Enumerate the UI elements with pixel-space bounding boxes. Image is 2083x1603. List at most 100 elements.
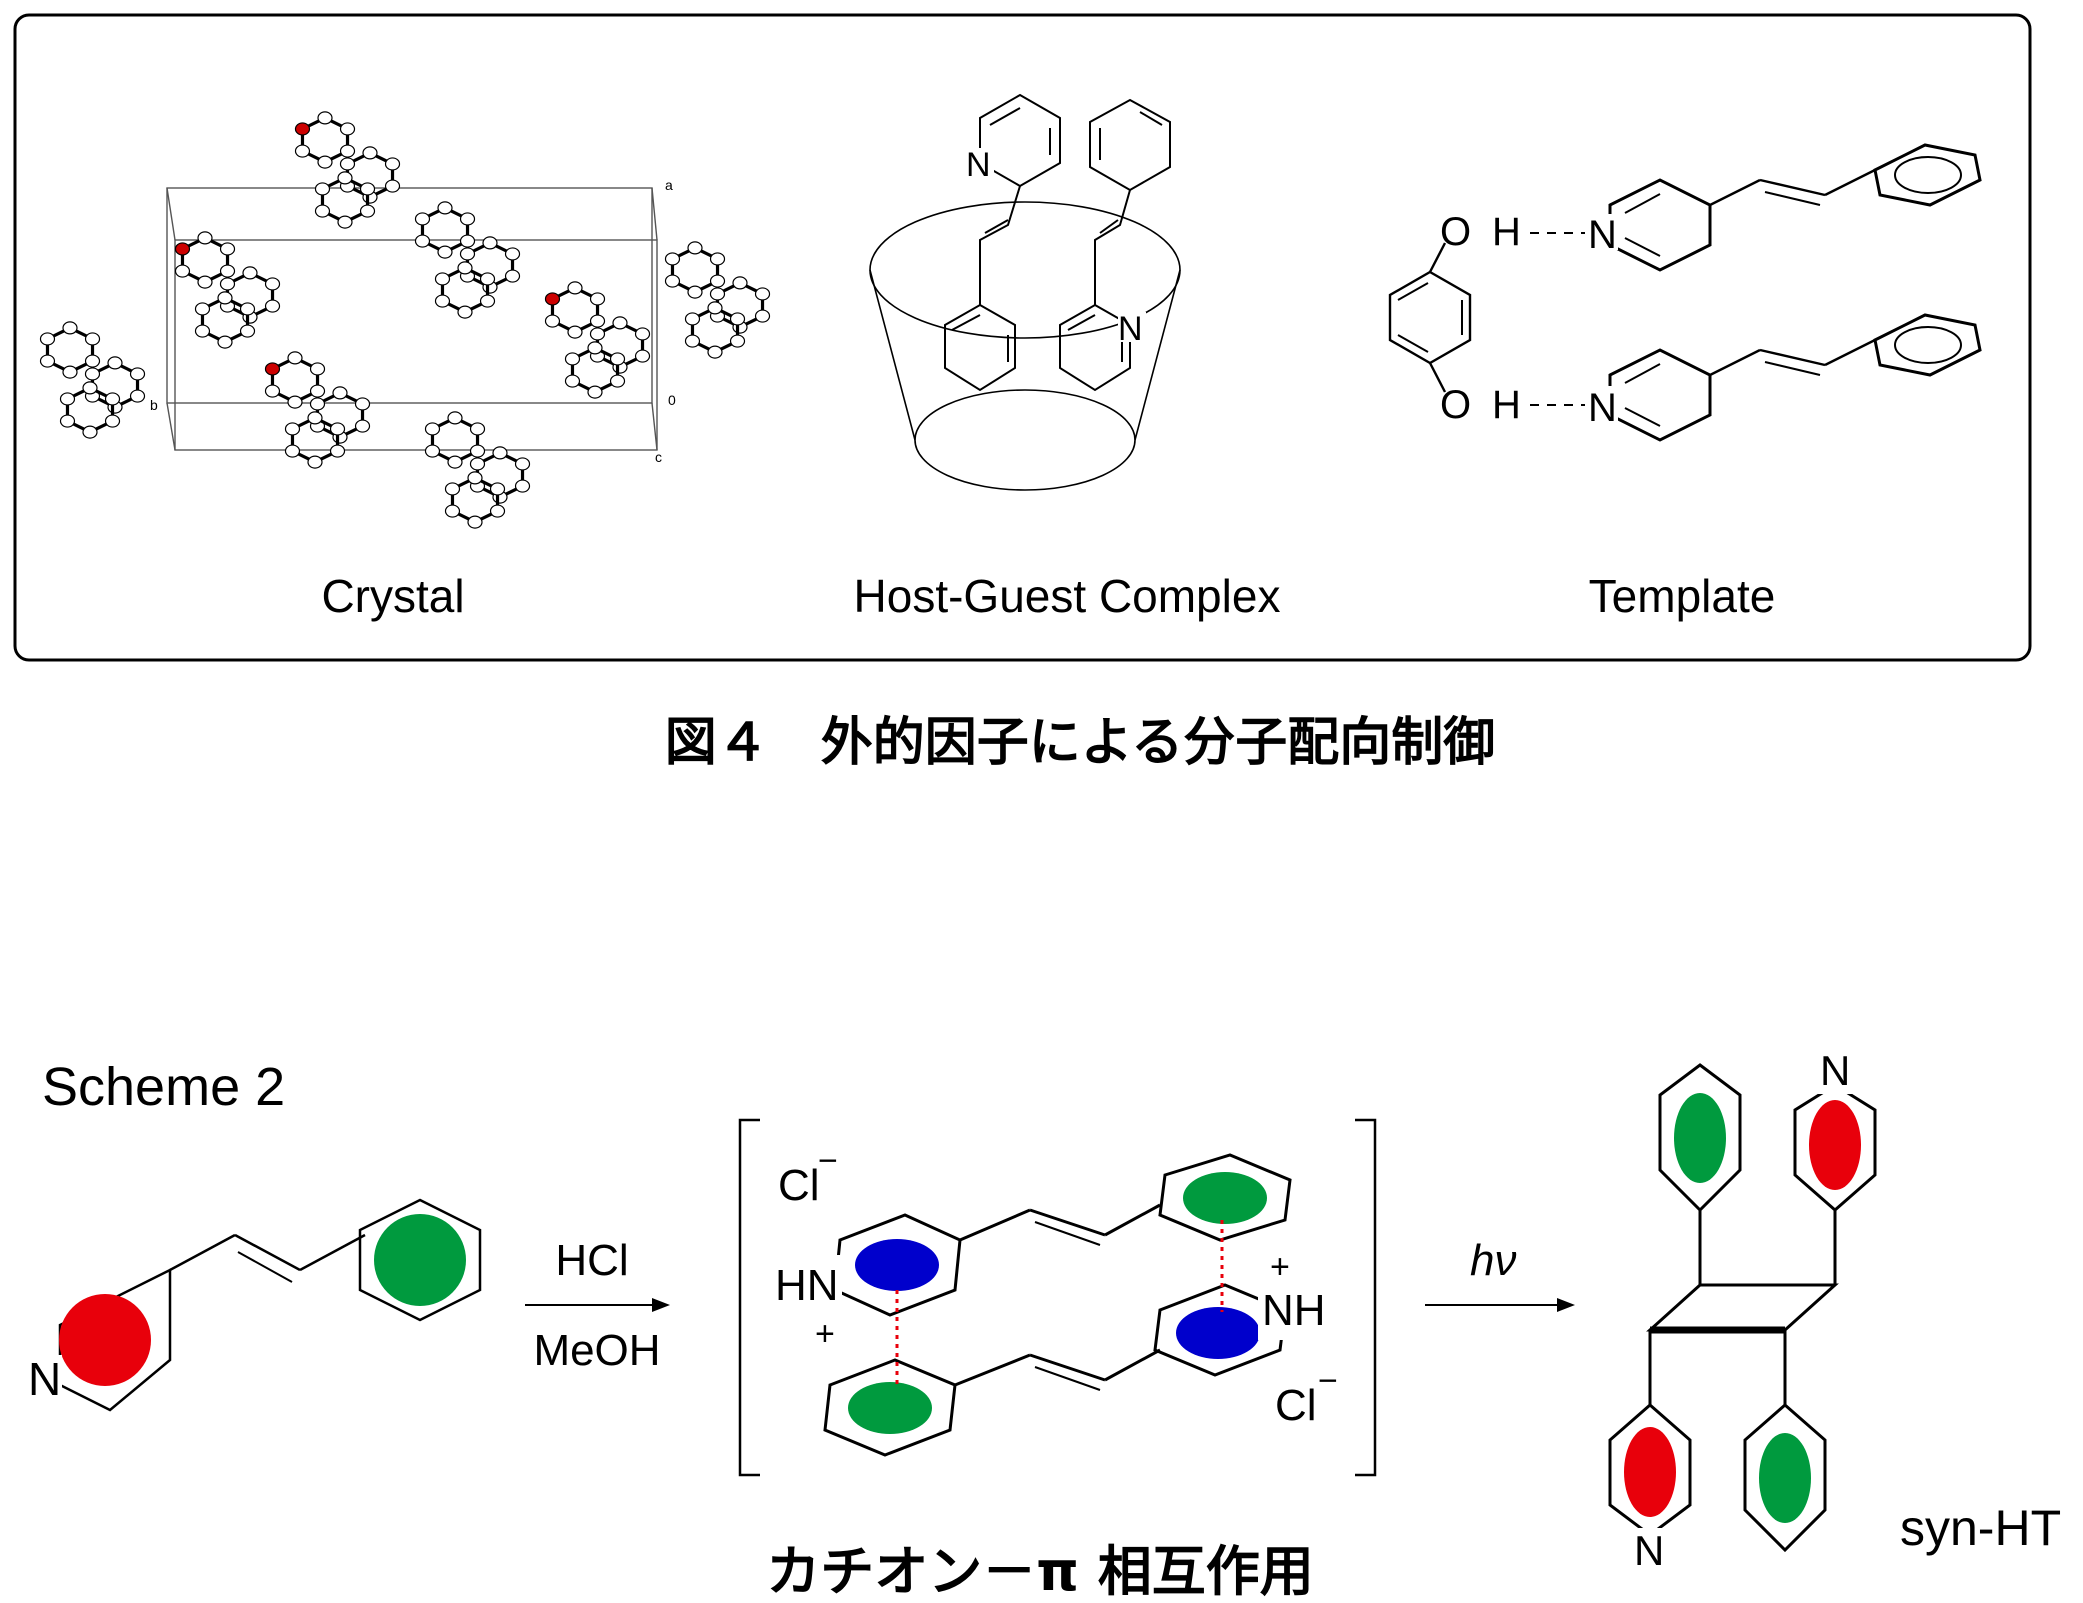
crystal-ring bbox=[270, 356, 320, 404]
product-benzene-marker-2 bbox=[1759, 1433, 1811, 1523]
carbon-atom bbox=[567, 325, 583, 339]
template-h-bottom: H bbox=[1492, 383, 1521, 427]
reaction-arrow-2 bbox=[1425, 1298, 1575, 1312]
product-cyclobutane bbox=[1608, 1050, 1877, 1572]
carbon-atom bbox=[467, 471, 483, 485]
carbon-atom bbox=[424, 444, 441, 458]
carbon-atom bbox=[589, 327, 606, 341]
axis-c-label: c bbox=[655, 449, 662, 465]
carbon-atom bbox=[339, 157, 356, 171]
carbon-atom bbox=[492, 446, 508, 460]
template-n-bottom: N bbox=[1588, 386, 1617, 430]
carbon-atom bbox=[479, 294, 496, 308]
crystal-label: Crystal bbox=[321, 570, 464, 622]
carbon-atom bbox=[339, 144, 356, 158]
hn-label: HN bbox=[775, 1261, 839, 1310]
panel-frame bbox=[13, 13, 2032, 662]
carbon-atom bbox=[309, 384, 326, 398]
template-label: Template bbox=[1589, 570, 1776, 622]
plus-charge-right: + bbox=[1270, 1248, 1290, 1286]
carbon-atom bbox=[84, 367, 101, 381]
carbon-atom bbox=[709, 274, 726, 288]
carbon-atom bbox=[664, 274, 681, 288]
product-pyridine-marker-1 bbox=[1809, 1100, 1861, 1190]
carbon-atom bbox=[194, 302, 211, 316]
carbon-atom bbox=[317, 155, 333, 169]
guest-pyridine-n-top: N bbox=[966, 146, 991, 184]
carbon-atom bbox=[457, 261, 473, 275]
carbon-atom bbox=[129, 389, 146, 403]
cation-pi-interactions bbox=[895, 1220, 1224, 1385]
axis-origin-label: 0 bbox=[668, 392, 676, 408]
carbon-atom bbox=[197, 275, 213, 289]
carbon-atom bbox=[544, 314, 561, 328]
carbon-atom bbox=[174, 264, 191, 278]
carbon-atom bbox=[294, 144, 311, 158]
benzene-ring-marker-upper bbox=[1183, 1172, 1267, 1224]
carbon-atom bbox=[684, 312, 701, 326]
product-n-bottom: N bbox=[1634, 1527, 1664, 1574]
chloride-label-2: Cl bbox=[1275, 1381, 1317, 1430]
carbon-atom bbox=[217, 335, 233, 349]
carbon-atom bbox=[687, 285, 703, 299]
carbon-atom bbox=[287, 351, 303, 365]
carbon-atom bbox=[284, 444, 301, 458]
carbon-atom bbox=[337, 171, 353, 185]
carbon-atom bbox=[264, 277, 281, 291]
pyridinium-ring-marker-left bbox=[855, 1239, 939, 1291]
carbon-atom bbox=[384, 157, 401, 171]
carbon-atom bbox=[459, 234, 476, 248]
carbon-atom bbox=[359, 204, 376, 218]
carbon-atom bbox=[359, 182, 376, 196]
product-label: syn-HT bbox=[1900, 1500, 2061, 1556]
chloride-charge-2: − bbox=[1318, 1362, 1338, 1400]
carbon-atom bbox=[354, 419, 371, 433]
reagent-hcl: HCl bbox=[555, 1236, 628, 1285]
carbon-atom bbox=[84, 354, 101, 368]
carbon-atom bbox=[444, 482, 461, 496]
carbon-atom bbox=[587, 341, 603, 355]
carbon-atom bbox=[469, 457, 486, 471]
carbon-atom bbox=[612, 316, 628, 330]
carbon-atom bbox=[687, 241, 703, 255]
carbon-atom bbox=[384, 179, 401, 193]
carbon-atom bbox=[754, 309, 771, 323]
oxygen-atom bbox=[174, 242, 191, 256]
axis-b-label: b bbox=[150, 397, 158, 413]
carbon-atom bbox=[129, 367, 146, 381]
carbon-atom bbox=[414, 212, 431, 226]
carbon-atom bbox=[664, 252, 681, 266]
reagent-meoh: MeOH bbox=[533, 1326, 660, 1375]
template-o-bottom: O bbox=[1440, 383, 1471, 427]
crystal-molecules bbox=[39, 111, 771, 529]
carbon-atom bbox=[564, 352, 581, 366]
oxygen-atom bbox=[294, 122, 311, 136]
axis-a-label: a bbox=[665, 177, 673, 193]
figure-caption: 図４ 外的因子による分子配向制御 bbox=[665, 713, 1495, 773]
carbon-atom bbox=[609, 374, 626, 388]
crystal-ring bbox=[300, 116, 350, 164]
carbon-atom bbox=[314, 204, 331, 218]
carbon-atom bbox=[447, 455, 463, 469]
interaction-caption: カチオン－π 相互作用 bbox=[766, 1540, 1314, 1603]
carbon-atom bbox=[459, 247, 476, 261]
carbon-atom bbox=[504, 247, 521, 261]
cyclodextrin-cone bbox=[869, 201, 1181, 491]
chloride-charge-1: − bbox=[818, 1142, 838, 1180]
crystal-ring bbox=[430, 416, 480, 464]
carbon-atom bbox=[59, 414, 76, 428]
carbon-atom bbox=[59, 392, 76, 406]
complex-brackets bbox=[738, 1118, 1377, 1477]
reaction-arrow-1 bbox=[525, 1298, 670, 1312]
nh-label: NH bbox=[1262, 1286, 1326, 1335]
carbon-atom bbox=[469, 422, 486, 436]
carbon-atom bbox=[469, 444, 486, 458]
carbon-atom bbox=[104, 392, 121, 406]
carbon-atom bbox=[514, 457, 531, 471]
pyridine-ring-marker bbox=[59, 1294, 151, 1386]
starting-material: N bbox=[26, 1198, 482, 1412]
carbon-atom bbox=[459, 212, 476, 226]
carbon-atom bbox=[287, 395, 303, 409]
carbon-atom bbox=[62, 365, 78, 379]
